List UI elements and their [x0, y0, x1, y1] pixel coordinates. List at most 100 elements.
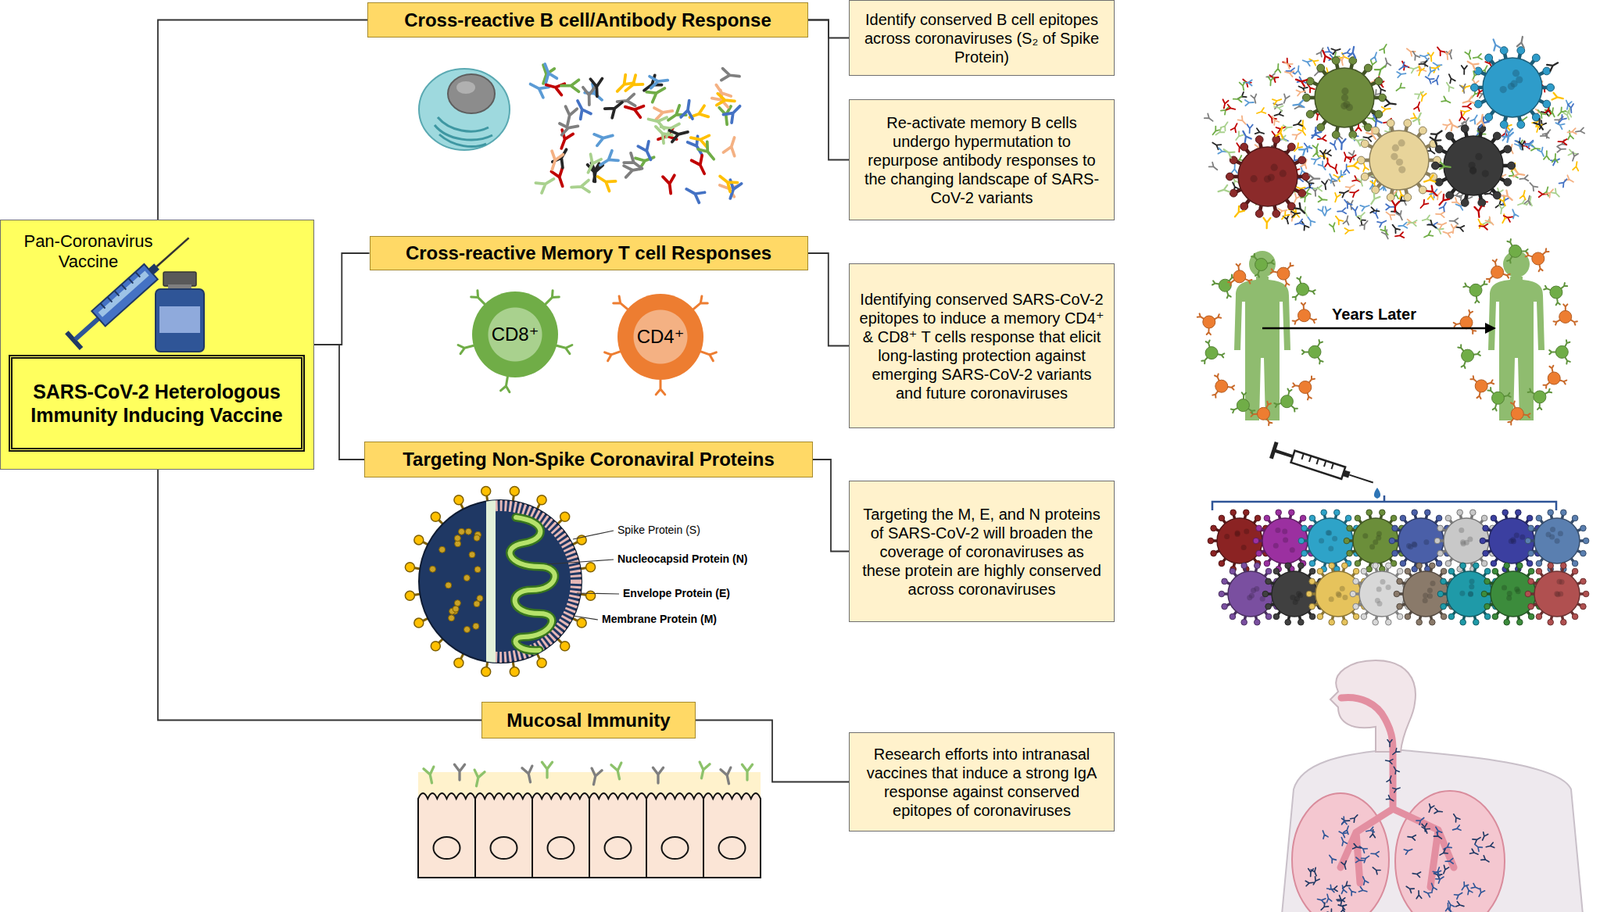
leader-line [576, 593, 620, 595]
nucleus-highlight [456, 81, 476, 94]
antibody-shape [1552, 153, 1559, 163]
receptor [1564, 340, 1570, 347]
antibody-icon [1461, 96, 1475, 107]
t-cell-icon [1470, 375, 1494, 399]
virus-spike-tip [1298, 537, 1305, 545]
spike-head [586, 562, 596, 573]
antibody-icon [1449, 218, 1458, 225]
antibody-shape [1324, 157, 1331, 167]
antibody-icon [1220, 99, 1228, 109]
antibody-icon [527, 78, 549, 98]
virus-spike-tip [1287, 202, 1296, 211]
antibody-shape [1398, 222, 1407, 230]
virus-body [1238, 146, 1298, 207]
virus-spike-tip [1218, 515, 1225, 522]
antibody-icon [1413, 100, 1422, 111]
antibody-icon [1485, 216, 1496, 227]
virus-texture [1467, 590, 1474, 597]
antibody-shape [1524, 195, 1533, 205]
virus-spike-tip [1331, 57, 1340, 65]
antibody-icon [623, 100, 645, 118]
virus-texture [1423, 539, 1429, 545]
antibody-shape [1382, 57, 1391, 67]
virus-spike-tip [1460, 619, 1467, 626]
virus-texture [1318, 537, 1325, 544]
antibody-shape [1330, 140, 1339, 151]
virus-spike-tip [1492, 191, 1501, 200]
virus-spike-tip [1404, 568, 1411, 575]
virus-spike-tip [1240, 143, 1249, 151]
antibody-shape [1396, 70, 1407, 78]
antibody-icon [1274, 64, 1282, 73]
virus-texture [1374, 597, 1381, 604]
virus-spike-tip [1396, 568, 1404, 575]
virus-spike-tip [1418, 186, 1427, 194]
antibody-shape [1542, 128, 1554, 139]
antibody-shape [1331, 164, 1340, 175]
antibody-icon [1333, 214, 1343, 225]
virus-spike-tip [1448, 613, 1455, 620]
antibody-icon [1332, 193, 1341, 203]
antibody-icon [1327, 172, 1336, 183]
antibody-shape [697, 141, 719, 163]
virus-body [1315, 571, 1361, 617]
antibody-shape [539, 61, 557, 83]
virus-spike-tip [1353, 613, 1360, 620]
virus-spike-tip [1309, 515, 1316, 522]
virus-spike-tip [1460, 125, 1469, 133]
antibody-shape [527, 78, 549, 98]
virus-spike-tip [1241, 562, 1248, 570]
virus-texture [1250, 587, 1257, 594]
antibody-shape [1231, 121, 1240, 133]
virus-texture [1458, 527, 1464, 534]
antibody-icon [1517, 35, 1526, 48]
antibody-icon [1502, 213, 1513, 222]
antibody-icon [1551, 188, 1562, 199]
antibody-shape [1302, 57, 1313, 66]
antibody-icon [1381, 105, 1392, 112]
antibody-shape [1416, 66, 1425, 77]
spike-head [509, 486, 520, 496]
virus-texture [1549, 533, 1555, 540]
antibody-icon [1435, 211, 1445, 218]
virus-spike-tip [1416, 562, 1423, 570]
t-cell-body [1257, 407, 1271, 420]
antibody-shape [1385, 204, 1395, 210]
antibody-icon [1503, 129, 1516, 143]
antibody-shape [1298, 126, 1308, 137]
antibody-icon [1256, 107, 1267, 116]
antibody-shape [1461, 65, 1468, 75]
b-cell [418, 68, 510, 151]
antibody-icon [1275, 125, 1286, 138]
antibody-icon [1320, 151, 1331, 162]
receptor [1317, 357, 1323, 364]
virus-spike-tip [1272, 136, 1281, 144]
antibody-shape [1428, 134, 1441, 147]
antibody-icon [541, 762, 552, 778]
surface-spike [464, 626, 471, 634]
virus-spike-tip [1265, 568, 1272, 575]
receptor [1571, 319, 1578, 325]
antibody-icon [604, 97, 627, 119]
virus-texture [1249, 593, 1255, 599]
virus-spike-tip [1262, 590, 1269, 598]
virus-spike-tip [1535, 515, 1543, 522]
receptor [1308, 289, 1315, 294]
antibody-icon [697, 141, 719, 163]
receptor [1307, 393, 1312, 400]
virus-spike-tip [1571, 560, 1579, 567]
antibody-shape [1356, 210, 1368, 221]
surface-spike [429, 565, 437, 573]
virus-spike-tip [1473, 619, 1480, 626]
antibody-icon [1437, 220, 1448, 230]
leader-lines [547, 530, 620, 620]
antibody-icon [1233, 96, 1243, 102]
receptor [1523, 413, 1530, 418]
antibody-shape [1554, 120, 1565, 129]
virus-body [1353, 518, 1399, 564]
antibody-shape [561, 79, 580, 92]
antibody-icon [1267, 76, 1275, 86]
virus-spike-tip [1485, 53, 1493, 62]
receptor [1309, 375, 1315, 383]
receptor [1287, 262, 1293, 269]
